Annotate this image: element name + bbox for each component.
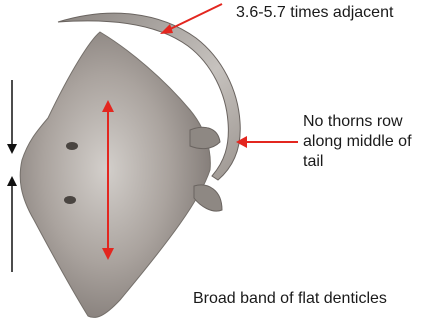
thorn-arrow xyxy=(236,136,298,148)
no-thorns-line-3: tail xyxy=(303,152,435,172)
tail-arrow xyxy=(160,4,222,34)
pelvic-fin-lower xyxy=(194,185,222,211)
eye-lower xyxy=(64,196,76,204)
ray-body xyxy=(20,32,210,317)
tail-length-label: 3.6-5.7 times adjacent xyxy=(236,3,393,23)
no-thorns-line-2: along middle of xyxy=(303,132,435,152)
no-thorns-label: No thorns row along middle of tail xyxy=(303,112,435,172)
denticles-label: Broad band of flat denticles xyxy=(193,289,387,309)
no-thorns-line-1: No thorns row xyxy=(303,112,435,132)
pelvic-fin-upper xyxy=(190,127,220,148)
left-measure-arrows xyxy=(7,80,17,272)
eye-upper xyxy=(66,142,78,150)
